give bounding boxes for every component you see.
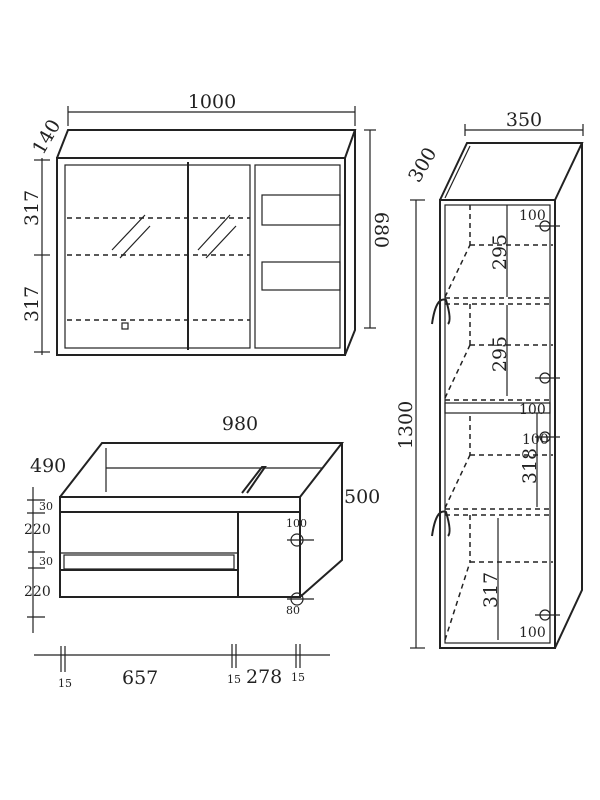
mid-rail-label: 30: [39, 555, 53, 568]
tall-hole-1-label: 100: [519, 208, 546, 224]
base-depth-label: 490: [30, 455, 66, 477]
door-width-label: 278: [246, 666, 282, 688]
compartment-1-label: 295: [489, 234, 511, 270]
base-hole-lower-label: 80: [286, 604, 300, 617]
base-height-label: 500: [344, 486, 380, 508]
base-hole-upper-label: 100: [286, 517, 307, 530]
mirror-height-label: 680: [370, 212, 392, 248]
compartment-4-label: 317: [480, 572, 502, 608]
top-rail-label: 30: [39, 500, 53, 513]
side-left-label: 15: [58, 677, 72, 690]
mirror-width-label: 1000: [188, 91, 236, 113]
tall-hole-2-label: 100: [519, 402, 546, 418]
mirror-lower-label: 317: [21, 286, 43, 322]
tall-width-label: 350: [506, 109, 542, 131]
tall-depth-label: 300: [404, 144, 441, 186]
handle-icon: [431, 298, 451, 325]
tall-cabinet: 350 300 295 295 318 317 100 100 1: [395, 109, 584, 649]
drawer-1-label: 220: [24, 522, 51, 538]
handle-icon: [431, 510, 451, 537]
drawer-width-label: 657: [122, 667, 158, 689]
sensor-switch-icon: [121, 322, 129, 330]
compartment-3-label: 318: [519, 448, 541, 484]
tall-hole-3-label: 100: [519, 625, 546, 641]
base-width-label: 980: [222, 413, 258, 435]
shelf-gap-label: 100: [522, 432, 549, 448]
side-right-label: 15: [291, 671, 305, 684]
tall-height-label: 1300: [395, 401, 417, 449]
drawer-2-label: 220: [24, 584, 51, 600]
compartment-2-label: 295: [489, 336, 511, 372]
base-cabinet: 980 490 500 100 80 30 220 30 220 15 657 …: [24, 413, 380, 690]
mirror-cabinet: 1000 140 317 317 680: [21, 91, 392, 356]
side-mid-label: 15: [227, 673, 241, 686]
mirror-upper-label: 317: [21, 190, 43, 226]
